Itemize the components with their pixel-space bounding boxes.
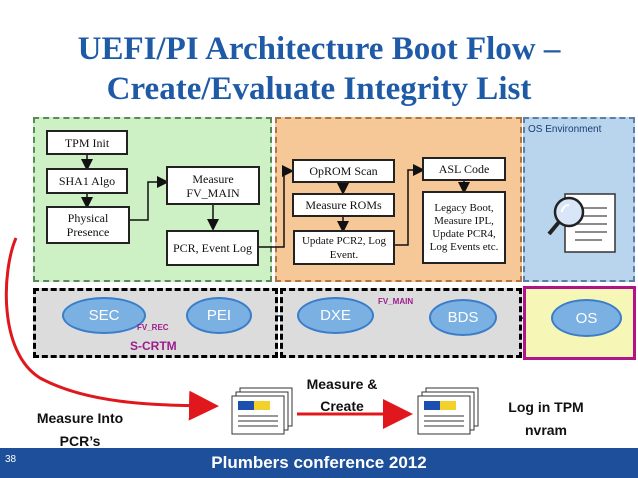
pei-phase: PEI	[186, 297, 252, 334]
asl-code-box: ASL Code	[422, 157, 506, 181]
sha1-algo-box: SHA1 Algo	[46, 168, 128, 194]
slide-title-line2: Create/Evaluate Integrity List	[106, 71, 532, 107]
footer-conference-text: Plumbers conference 2012	[211, 453, 427, 472]
slide-number: 38	[5, 454, 17, 465]
slide-title-line1: UEFI/PI Architecture Boot Flow –	[77, 31, 561, 67]
physical-presence-box: Physical Presence	[46, 206, 130, 244]
measure-create-label: Measure & Create	[306, 376, 378, 414]
s-crtm-label: S-CRTM	[130, 339, 177, 353]
magnifier-document-icon	[547, 193, 616, 253]
os-phase: OS	[551, 299, 622, 337]
legacy-boot-box: Legacy Boot, Measure IPL, Update PCR4, L…	[422, 191, 506, 264]
integrity-list-document-icon-2	[417, 387, 479, 435]
measure-fv-main-box: Measure FV_MAIN	[166, 166, 260, 205]
bds-phase: BDS	[429, 299, 497, 336]
measure-into-pcrs-label: Measure Into PCR’s	[36, 410, 124, 449]
tpm-init-box: TPM Init	[46, 130, 128, 155]
pcr-event-log-box: PCR, Event Log	[166, 230, 259, 266]
log-in-tpm-label: Log in TPM nvram	[508, 399, 584, 438]
os-environment-label: OS Environment	[528, 124, 602, 135]
oprom-scan-box: OpROM Scan	[292, 159, 395, 183]
fv-main-label: FV_MAIN	[378, 297, 414, 306]
sec-phase: SEC	[62, 297, 146, 334]
integrity-list-document-icon-1	[231, 387, 293, 435]
footer-bar	[0, 448, 638, 478]
update-pcr2-box: Update PCR2, Log Event.	[293, 230, 395, 265]
dxe-phase: DXE	[297, 297, 374, 334]
measure-roms-box: Measure ROMs	[292, 193, 395, 217]
fv-rec-label: FV_REC	[137, 323, 169, 332]
